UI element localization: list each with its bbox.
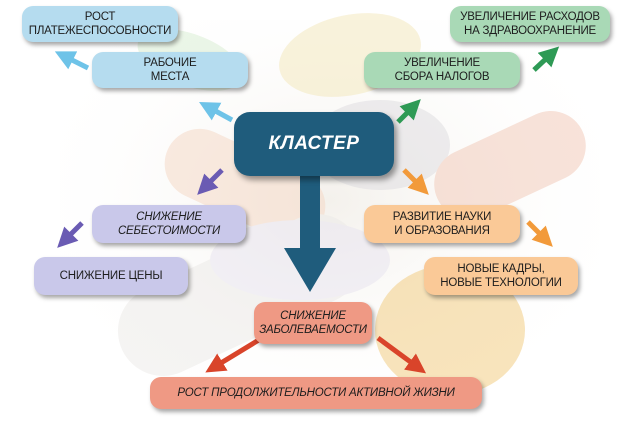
center-down-arrow [284, 176, 336, 292]
solvency-box: РОСТ ПЛАТЕЖЕСПОСОБНОСТИ [22, 6, 178, 42]
arrow-to-longevity-left [205, 335, 264, 373]
arrow-to-taxes [396, 99, 421, 124]
price-reduction-box: СНИЖЕНИЕ ЦЕНЫ [34, 257, 188, 295]
jobs-box: РАБОЧИЕ МЕСТА [92, 52, 248, 88]
arrow-to-longevity-right [376, 335, 427, 374]
personnel-box: НОВЫЕ КАДРЫ, НОВЫЕ ТЕХНОЛОГИИ [424, 257, 578, 295]
arrow-to-science [402, 168, 429, 195]
cost-reduction-box: СНИЖЕНИЕ СЕБЕСТОИМОСТИ [92, 205, 246, 243]
cluster-center-box: КЛАСТЕР [234, 112, 394, 176]
arrow-to-personnel [526, 220, 553, 247]
arrow-to-jobs [199, 102, 234, 123]
science-box: РАЗВИТИЕ НАУКИ И ОБРАЗОВАНИЯ [364, 205, 520, 243]
morbidity-box: СНИЖЕНИЕ ЗАБОЛЕВАЕМОСТИ [254, 302, 372, 344]
cluster-center-label: КЛАСТЕР [268, 133, 360, 154]
arrow-to-solvency [54, 51, 90, 71]
arrow-to-health-spending [532, 46, 560, 72]
longevity-box: РОСТ ПРОДОЛЖИТЕЛЬНОСТИ АКТИВНОЙ ЖИЗНИ [150, 377, 482, 409]
arrow-to-cost [197, 168, 224, 195]
arrow-to-price [57, 221, 84, 248]
health-spending-box: УВЕЛИЧЕНИЕ РАСХОДОВ НА ЗДРАВООХРАНЕНИЕ [450, 6, 610, 42]
taxes-box: УВЕЛИЧЕНИЕ СБОРА НАЛОГОВ [364, 52, 520, 88]
